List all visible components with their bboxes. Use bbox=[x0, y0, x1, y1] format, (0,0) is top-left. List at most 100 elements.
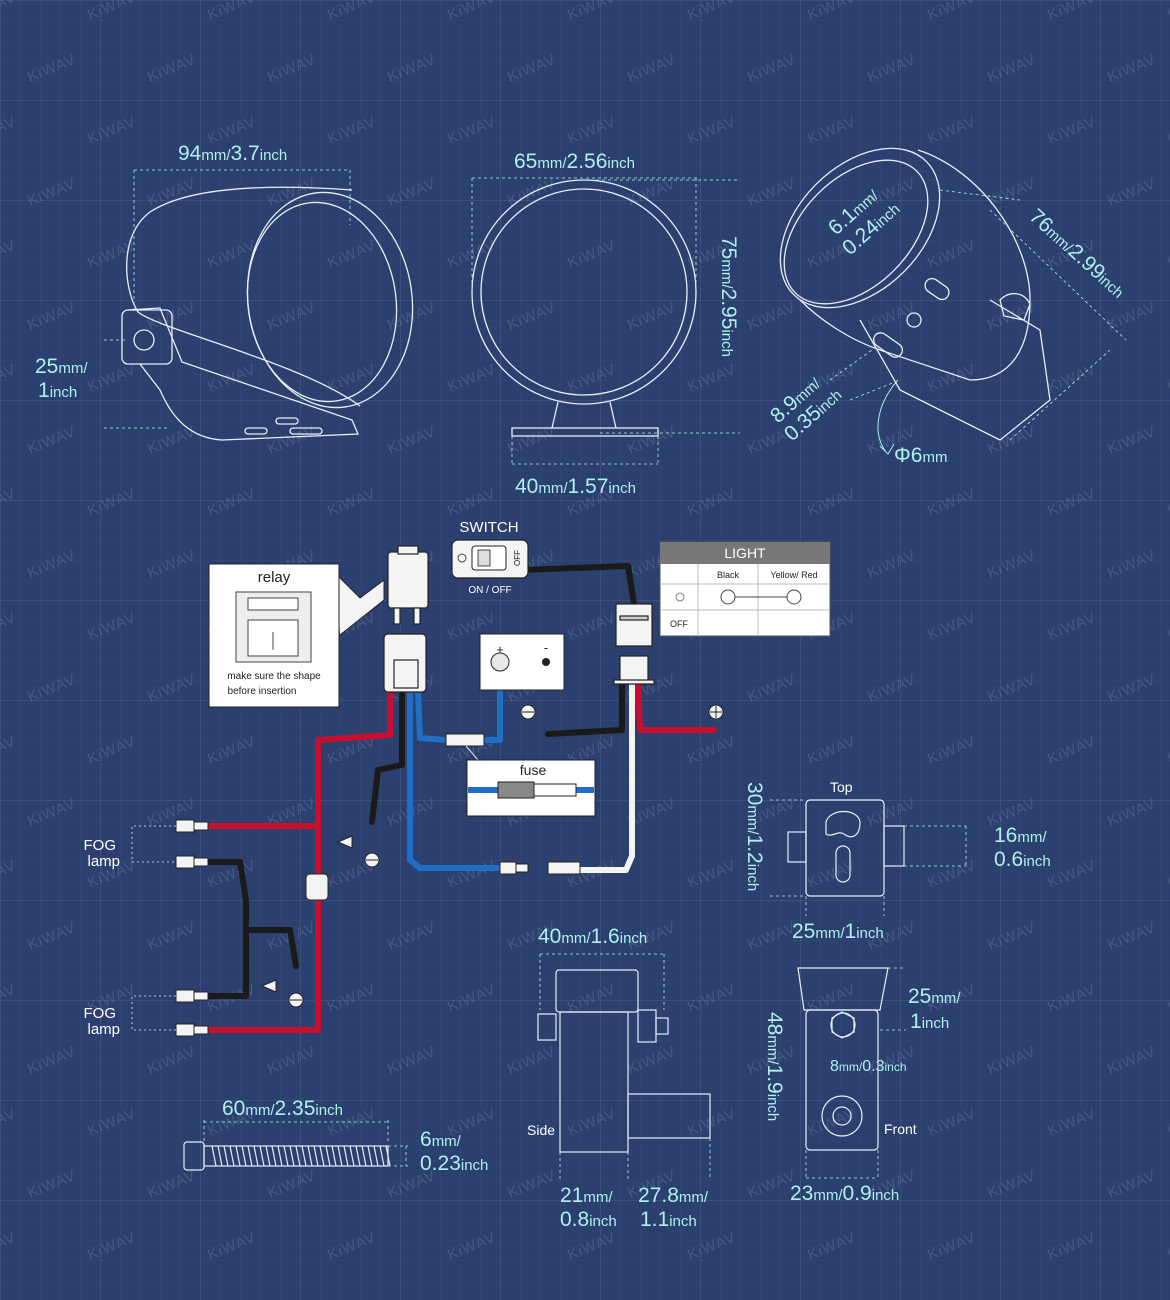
lamp-angled-arrow bbox=[877, 379, 899, 453]
watermark-text: KiWAV bbox=[925, 1229, 979, 1264]
watermark-text: KiWAV bbox=[685, 361, 739, 396]
watermark-text: KiWAV bbox=[25, 795, 79, 830]
fuse-unit bbox=[445, 733, 596, 817]
watermark-text: KiWAV bbox=[0, 237, 19, 272]
watermark-text: KiWAV bbox=[745, 919, 799, 954]
watermark-text: KiWAV bbox=[1045, 361, 1099, 396]
mount-front-dims bbox=[805, 967, 906, 1180]
watermark-text: KiWAV bbox=[565, 113, 619, 148]
switch-unit bbox=[451, 539, 529, 579]
relay-unit bbox=[383, 545, 429, 693]
watermark-text: KiWAV bbox=[1045, 609, 1099, 644]
watermark-text: KiWAV bbox=[745, 671, 799, 706]
relay-note-1: make sure the shape bbox=[227, 671, 321, 682]
watermark-text: KiWAV bbox=[565, 1229, 619, 1264]
watermark-text: KiWAV bbox=[925, 237, 979, 272]
blue-wire-fuse bbox=[415, 687, 449, 743]
mount-top-bolt-label-mm: 16mm/ bbox=[994, 824, 1047, 847]
mount-front-top-label-mm: 25mm/ bbox=[908, 985, 961, 1008]
watermark-text: KiWAV bbox=[0, 113, 19, 148]
mount-side-a-label-mm: 21mm/ bbox=[560, 1184, 613, 1207]
watermark-text: KiWAV bbox=[25, 175, 79, 210]
watermark-text: KiWAV bbox=[685, 981, 739, 1016]
watermark-text: KiWAV bbox=[1045, 981, 1099, 1016]
watermark-text: KiWAV bbox=[925, 1105, 979, 1140]
switch-connectors bbox=[613, 603, 655, 685]
black-wire-switch-ground bbox=[545, 677, 625, 737]
lamp-angled-depth-label: 76mm/2.99inch bbox=[1025, 205, 1130, 303]
mount-side-dims bbox=[539, 953, 711, 1180]
watermark-text: KiWAV bbox=[1105, 547, 1159, 582]
watermark-text: KiWAV bbox=[1165, 733, 1170, 768]
lamp-front-base bbox=[511, 427, 659, 437]
red-wire-battery bbox=[635, 677, 717, 733]
screw-thread bbox=[211, 1145, 391, 1167]
watermark-text: KiWAV bbox=[325, 0, 379, 24]
watermark-text: KiWAV bbox=[505, 1043, 559, 1078]
watermark-text: KiWAV bbox=[145, 919, 199, 954]
watermark-text: KiWAV bbox=[1045, 857, 1099, 892]
mount-front-label: Front bbox=[884, 1121, 917, 1137]
watermark-text: KiWAV bbox=[685, 0, 739, 24]
watermark-text: KiWAV bbox=[1105, 299, 1159, 334]
screw-dia-label-mm: 6mm/ bbox=[420, 1128, 462, 1151]
light-table-title: LIGHT bbox=[724, 545, 766, 561]
watermark-text: KiWAV bbox=[625, 51, 679, 86]
watermark-text: KiWAV bbox=[445, 981, 499, 1016]
watermark-text: KiWAV bbox=[85, 1229, 139, 1264]
watermark-text: KiWAV bbox=[685, 113, 739, 148]
switch-off-text: OFF bbox=[513, 550, 522, 566]
watermark-text: KiWAV bbox=[25, 919, 79, 954]
watermark-text: KiWAV bbox=[745, 175, 799, 210]
watermark-text: KiWAV bbox=[925, 733, 979, 768]
watermark-text: KiWAV bbox=[925, 0, 979, 24]
watermark-text: KiWAV bbox=[85, 485, 139, 520]
watermark-text: KiWAV bbox=[385, 919, 439, 954]
watermark-text: KiWAV bbox=[265, 299, 319, 334]
watermark-text: KiWAV bbox=[385, 175, 439, 210]
watermark-text: KiWAV bbox=[505, 299, 559, 334]
switch-title: SWITCH bbox=[459, 519, 518, 536]
watermark-text: KiWAV bbox=[145, 671, 199, 706]
watermark-text: KiWAV bbox=[1045, 733, 1099, 768]
watermark-text: KiWAV bbox=[445, 857, 499, 892]
watermark-text: KiWAV bbox=[0, 361, 19, 396]
mount-top-width-label: 25mm/1inch bbox=[792, 920, 884, 943]
watermark-text: KiWAV bbox=[25, 671, 79, 706]
watermark-text: KiWAV bbox=[265, 1167, 319, 1202]
relay-callout bbox=[208, 563, 385, 708]
watermark-text: KiWAV bbox=[205, 733, 259, 768]
mount-top-label: Top bbox=[830, 779, 853, 795]
light-table-row-off: OFF bbox=[670, 619, 688, 629]
mount-front-width-label: 23mm/0.9inch bbox=[790, 1182, 899, 1205]
mount-side-b-label-mm: 27.8mm/ bbox=[638, 1184, 709, 1207]
lamp-side-dims bbox=[104, 169, 351, 429]
watermark-text: KiWAV bbox=[805, 485, 859, 520]
mount-side-width-label: 40mm/1.6inch bbox=[538, 925, 647, 948]
mount-top-bolt-label-in: 0.6inch bbox=[994, 848, 1051, 871]
watermark-text: KiWAV bbox=[145, 1167, 199, 1202]
watermark-text: KiWAV bbox=[25, 423, 79, 458]
watermark-text: KiWAV bbox=[805, 0, 859, 24]
watermark-text: KiWAV bbox=[0, 857, 19, 892]
ground-symbols bbox=[260, 704, 724, 1008]
light-table-col-2: Yellow/ Red bbox=[770, 570, 817, 580]
screw-length-label: 60mm/2.35inch bbox=[222, 1097, 343, 1120]
watermark-text: KiWAV bbox=[85, 609, 139, 644]
relay-title: relay bbox=[258, 569, 291, 586]
lamp-angled-view bbox=[779, 147, 1051, 455]
watermark-text: KiWAV bbox=[625, 1043, 679, 1078]
mount-front-view bbox=[797, 967, 889, 1151]
watermark-text: KiWAV bbox=[1105, 671, 1159, 706]
watermark-text: KiWAV bbox=[565, 0, 619, 24]
watermark-text: KiWAV bbox=[805, 1229, 859, 1264]
relay-note-2: before insertion bbox=[228, 686, 297, 697]
black-wire-switch bbox=[519, 563, 637, 607]
watermark-text: KiWAV bbox=[685, 857, 739, 892]
watermark-text: KiWAV bbox=[925, 609, 979, 644]
lamp-front-view bbox=[471, 179, 697, 437]
battery-unit bbox=[479, 633, 565, 691]
mount-side-view bbox=[537, 969, 711, 1153]
fog-lamp-2-label-a: FOG bbox=[84, 1005, 117, 1022]
